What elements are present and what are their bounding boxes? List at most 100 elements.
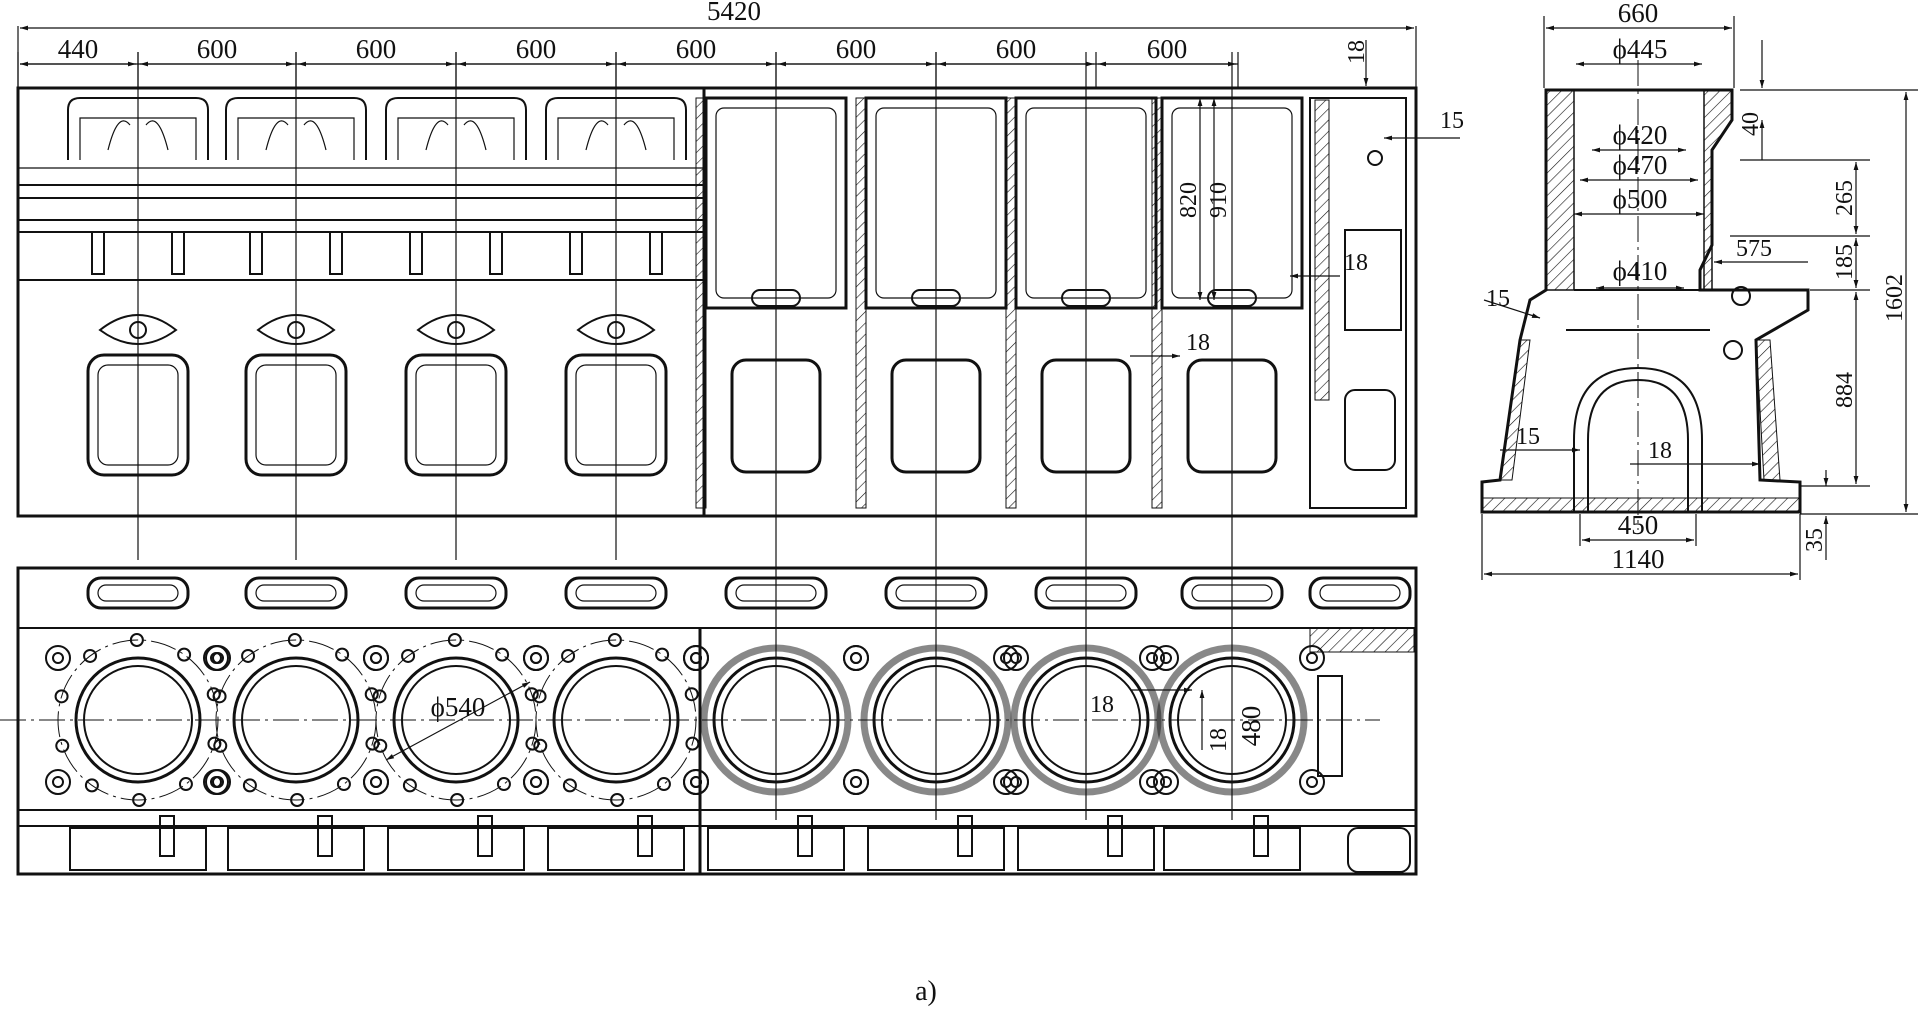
plan-slots bbox=[86, 576, 1412, 610]
crank-window bbox=[564, 353, 668, 477]
left-rails bbox=[18, 167, 704, 281]
stud-hole bbox=[530, 652, 542, 664]
stud-boss bbox=[1139, 645, 1165, 671]
top-width-label: 660 bbox=[1618, 0, 1659, 28]
crank-window-inner bbox=[97, 364, 179, 466]
plan-slot bbox=[86, 576, 190, 610]
figure-caption: a) bbox=[915, 976, 937, 1007]
bolt-hole bbox=[290, 792, 305, 807]
bearing-hole bbox=[129, 321, 147, 339]
stud-boss bbox=[1153, 645, 1179, 671]
section-view: 660 ϕ445 ϕ420 ϕ470 ϕ500 ϕ410 40 265 185 … bbox=[1480, 0, 1918, 580]
d-top-label: ϕ445 bbox=[1613, 34, 1668, 64]
foot-rib bbox=[159, 815, 175, 857]
stud-hole bbox=[210, 652, 222, 664]
plan-slot-inner bbox=[1191, 584, 1273, 602]
d-c-label: ϕ500 bbox=[1613, 184, 1668, 214]
bolt-hole bbox=[364, 687, 379, 702]
foot-pad bbox=[69, 827, 207, 871]
bolt-hole bbox=[684, 687, 699, 702]
wall-hatch bbox=[855, 97, 867, 509]
plan-slot bbox=[1308, 576, 1412, 610]
bolt-hole bbox=[655, 647, 670, 662]
stud-hole bbox=[1010, 776, 1022, 788]
wall-b-label: 18 bbox=[1186, 330, 1210, 356]
stud-boss bbox=[1003, 645, 1029, 671]
foot-pad bbox=[387, 827, 525, 871]
bolt-hole bbox=[607, 633, 622, 648]
plan-view: ϕ540 18 18 480 bbox=[0, 566, 1418, 876]
stud-boss bbox=[1299, 769, 1325, 795]
stud-boss bbox=[993, 645, 1019, 671]
stud-hole bbox=[1010, 652, 1022, 664]
bolt-hole bbox=[241, 648, 256, 663]
bearing-boss bbox=[416, 314, 496, 345]
stud-boss bbox=[523, 769, 549, 795]
rib bbox=[649, 231, 663, 275]
h-total-label: 1602 bbox=[1882, 274, 1908, 322]
foot-pad bbox=[867, 827, 1005, 871]
stud-hole bbox=[1160, 652, 1172, 664]
stud-hole bbox=[52, 776, 64, 788]
rib bbox=[171, 231, 185, 275]
w-step-label: 575 bbox=[1736, 236, 1772, 262]
plan-slot bbox=[404, 576, 508, 610]
bolt-hole bbox=[84, 778, 99, 793]
stud-boss bbox=[363, 645, 389, 671]
plan-wall-label: 18 bbox=[1090, 692, 1114, 718]
plan-slot bbox=[884, 576, 988, 610]
bolt-hole bbox=[685, 736, 700, 751]
plan-slot bbox=[564, 576, 668, 610]
crank-window bbox=[404, 353, 508, 477]
bolt-hole bbox=[335, 647, 350, 662]
stud-hole bbox=[210, 776, 222, 788]
liner-gap-label: 18 bbox=[1206, 728, 1232, 752]
stud-boss bbox=[205, 769, 231, 795]
plan-slot-inner bbox=[97, 584, 179, 602]
right-cylinder-units bbox=[695, 52, 1304, 820]
valve-springs bbox=[585, 120, 647, 151]
plan-slot-inner bbox=[415, 584, 497, 602]
rib bbox=[329, 231, 343, 275]
bolt-hole bbox=[401, 648, 416, 663]
bolt-hole bbox=[610, 792, 625, 807]
foot-rib bbox=[797, 815, 813, 857]
stud-hole bbox=[530, 776, 542, 788]
stud-boss bbox=[203, 645, 229, 671]
foot-pad bbox=[707, 827, 845, 871]
stud-boss bbox=[843, 769, 869, 795]
stud-hole bbox=[850, 652, 862, 664]
stud-boss bbox=[993, 769, 1019, 795]
wall-hatch bbox=[1151, 97, 1163, 509]
spacing-label: 600 bbox=[1147, 34, 1188, 64]
plan-slot-inner bbox=[1319, 584, 1401, 602]
plan-slot-inner bbox=[255, 584, 337, 602]
crank-window bbox=[244, 353, 348, 477]
crank-window bbox=[86, 353, 190, 477]
plan-feet bbox=[69, 815, 1301, 871]
rib bbox=[569, 231, 583, 275]
h-b-label: 185 bbox=[1832, 244, 1858, 280]
bolt-hole bbox=[533, 738, 548, 753]
stud-hole bbox=[1000, 776, 1012, 788]
stud-boss bbox=[1003, 769, 1029, 795]
height-b-label: 910 bbox=[1206, 182, 1232, 218]
bolt-hole bbox=[495, 647, 510, 662]
bolt-hole bbox=[242, 778, 257, 793]
bolt-hole bbox=[55, 738, 70, 753]
w-inner-label: 450 bbox=[1618, 510, 1659, 540]
bolt-hole bbox=[532, 689, 547, 704]
stud-boss bbox=[523, 645, 549, 671]
stud-boss bbox=[203, 769, 229, 795]
rib bbox=[489, 231, 503, 275]
stud-boss bbox=[1139, 769, 1165, 795]
plan-outline bbox=[16, 566, 1418, 876]
front-right-dims: 18 15 820 910 18 18 bbox=[1130, 40, 1464, 359]
stud-hole bbox=[1000, 652, 1012, 664]
spacing-label: 600 bbox=[676, 34, 717, 64]
bolt-hole bbox=[562, 778, 577, 793]
rib bbox=[409, 231, 423, 275]
bore-circle-label: ϕ540 bbox=[431, 692, 486, 722]
crank-window-inner bbox=[415, 364, 497, 466]
stud-boss bbox=[45, 645, 71, 671]
